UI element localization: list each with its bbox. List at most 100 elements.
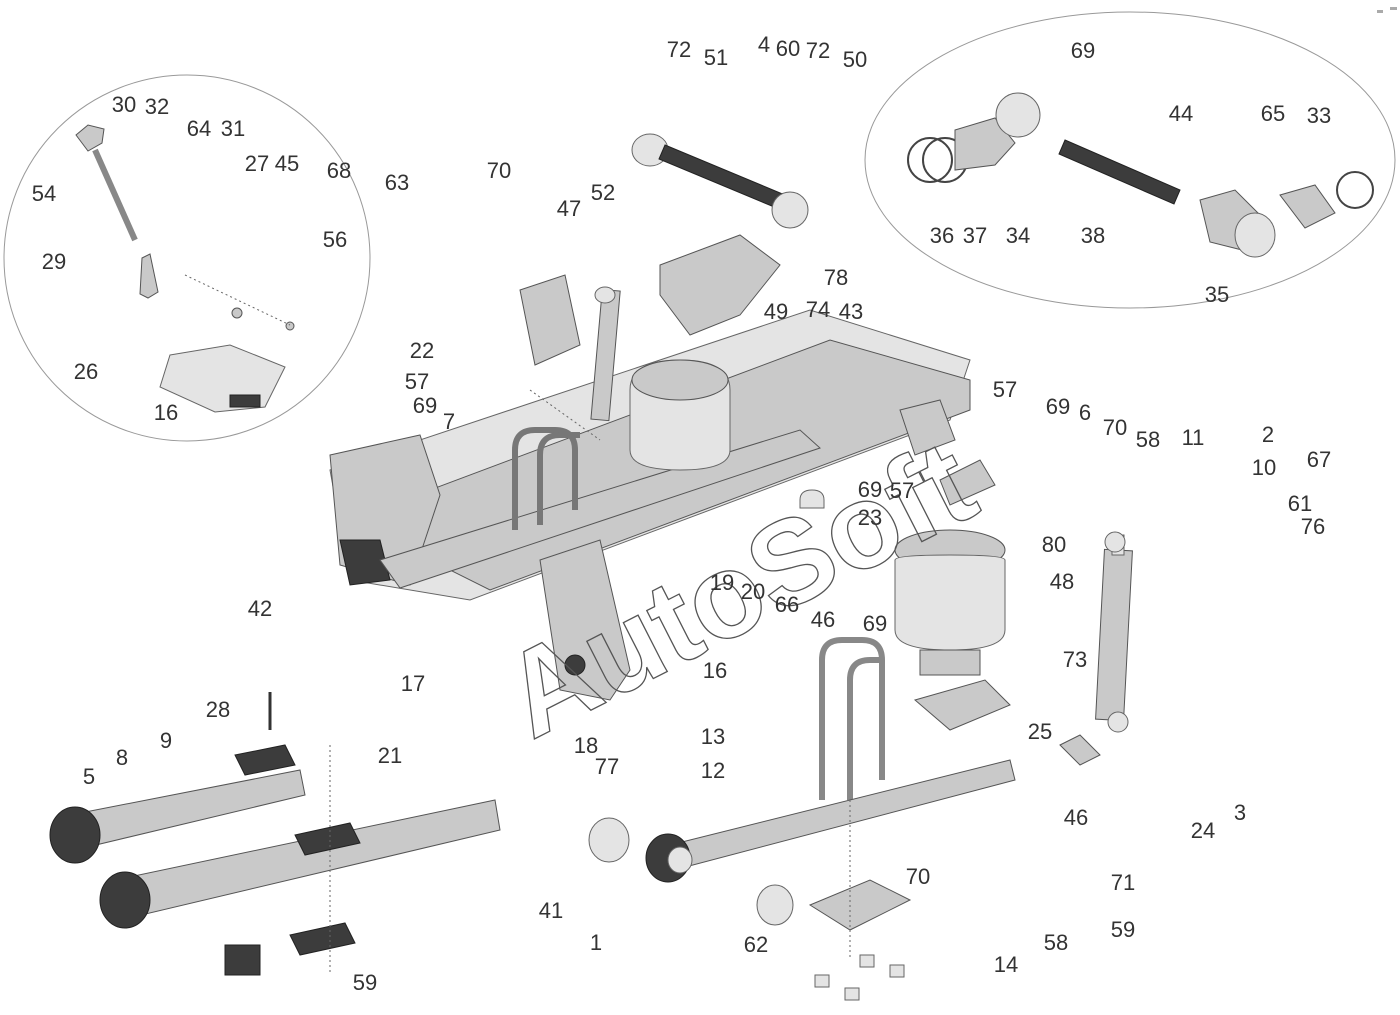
callout-59: 59 <box>1111 917 1135 942</box>
callout-13: 13 <box>701 724 725 749</box>
callout-48: 48 <box>1050 569 1074 594</box>
callout-17: 17 <box>401 671 425 696</box>
callout-29: 29 <box>42 249 66 274</box>
assembly-lines <box>184 274 851 975</box>
reaction-rod <box>631 133 809 229</box>
bump-stop-19 <box>799 489 825 509</box>
callout-9: 9 <box>160 728 172 753</box>
leaf-spring-lower <box>645 759 1016 883</box>
leaf-spring-assembled <box>379 429 821 589</box>
callout-7: 7 <box>443 409 455 434</box>
bushing-5 <box>224 944 261 976</box>
callout-18: 18 <box>574 733 598 758</box>
u-bolts-lower <box>819 637 885 800</box>
callout-67: 67 <box>1307 447 1331 472</box>
callout-51: 51 <box>704 45 728 70</box>
bracket-78 <box>659 234 781 336</box>
air-spring-upper <box>629 359 731 471</box>
callout-69: 69 <box>413 393 437 418</box>
callout-5: 5 <box>83 764 95 789</box>
detail-circle-left <box>3 74 371 442</box>
plate-14 <box>808 879 912 931</box>
callout-66: 66 <box>775 592 799 617</box>
callout-44: 44 <box>1169 101 1193 126</box>
hanger-bracket <box>539 539 631 701</box>
callout-74: 74 <box>806 297 830 322</box>
callout-57: 57 <box>405 369 429 394</box>
callout-25: 25 <box>1028 719 1052 744</box>
u-bolts-upper <box>512 427 580 530</box>
callout-69: 69 <box>1046 394 1070 419</box>
callout-54: 54 <box>32 181 56 206</box>
callout-57: 57 <box>993 377 1017 402</box>
callout-50: 50 <box>843 47 867 72</box>
callout-63: 63 <box>385 170 409 195</box>
callout-33: 33 <box>1307 103 1331 128</box>
callout-30: 30 <box>112 92 136 117</box>
callout-35: 35 <box>1205 282 1229 307</box>
callout-76: 76 <box>1301 514 1325 539</box>
corner-marks <box>1377 7 1397 13</box>
reaction-rod-detail-parts <box>907 92 1374 258</box>
callout-72: 72 <box>667 37 691 62</box>
callout-38: 38 <box>1081 223 1105 248</box>
callout-41: 41 <box>539 898 563 923</box>
callout-59: 59 <box>353 970 377 995</box>
callout-12: 12 <box>701 758 725 783</box>
callout-46: 46 <box>1064 805 1088 830</box>
callout-68: 68 <box>327 158 351 183</box>
callout-58: 58 <box>1044 930 1068 955</box>
callout-78: 78 <box>824 265 848 290</box>
detail-circle-right <box>864 11 1396 309</box>
callout-22: 22 <box>410 338 434 363</box>
callout-19: 19 <box>710 570 734 595</box>
washer-lower <box>756 884 794 926</box>
callout-73: 73 <box>1063 647 1087 672</box>
callout-8: 8 <box>116 745 128 770</box>
callout-32: 32 <box>145 94 169 119</box>
callout-27: 27 <box>245 151 269 176</box>
callout-43: 43 <box>839 299 863 324</box>
callout-72: 72 <box>806 38 830 63</box>
bushings-62 <box>814 954 905 1001</box>
leaf-spring-leaf-8 <box>49 769 306 864</box>
callout-3: 3 <box>1234 800 1246 825</box>
callout-21: 21 <box>378 743 402 768</box>
bracket-22 <box>519 274 581 366</box>
callout-65: 65 <box>1261 101 1285 126</box>
callout-62: 62 <box>744 932 768 957</box>
bracket-3 <box>1059 734 1101 766</box>
callout-20: 20 <box>741 579 765 604</box>
callout-56: 56 <box>323 227 347 252</box>
air-spring-80 <box>894 529 1011 731</box>
callout-69: 69 <box>863 611 887 636</box>
bracket-6 <box>939 459 996 506</box>
callout-14: 14 <box>994 952 1018 977</box>
callout-31: 31 <box>221 116 245 141</box>
washer-41 <box>588 817 630 863</box>
callout-69: 69 <box>1071 38 1095 63</box>
callout-1: 1 <box>590 930 602 955</box>
callout-16: 16 <box>154 400 178 425</box>
callout-10: 10 <box>1252 455 1276 480</box>
hanger-bushing <box>564 654 586 676</box>
callout-4: 4 <box>758 32 770 57</box>
callout-47: 47 <box>557 196 581 221</box>
callout-45: 45 <box>275 151 299 176</box>
callout-11: 11 <box>1182 425 1205 450</box>
callout-64: 64 <box>187 116 211 141</box>
callout-80: 80 <box>1042 532 1066 557</box>
callout-6: 6 <box>1079 400 1091 425</box>
callout-69: 69 <box>858 477 882 502</box>
leaf-spring-leaf-9 <box>99 799 501 929</box>
callout-26: 26 <box>74 359 98 384</box>
callout-60: 60 <box>776 36 800 61</box>
callout-57: 57 <box>890 478 914 503</box>
callout-61: 61 <box>1288 491 1312 516</box>
callout-16: 16 <box>703 658 727 683</box>
callout-23: 23 <box>858 505 882 530</box>
stabilizer-link-parts <box>75 124 295 413</box>
